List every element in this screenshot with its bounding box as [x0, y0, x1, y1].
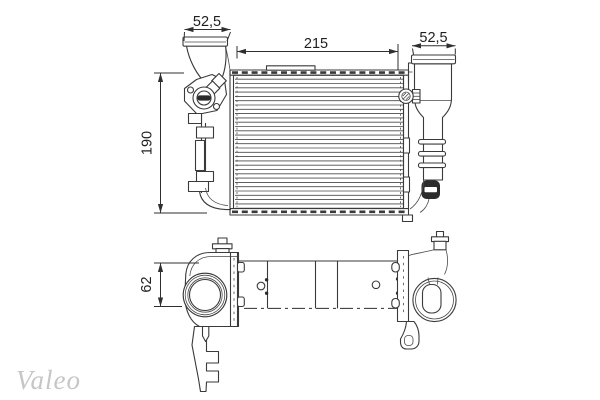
dimension-core-width: 215	[236, 36, 399, 70]
boss-bolt-hole-lower	[212, 102, 221, 111]
plan-right-plate	[391, 249, 410, 323]
dimension-overall-height: 190	[140, 72, 207, 214]
fixing-hole-left	[256, 281, 266, 291]
right-plate-slot-upper	[391, 261, 400, 273]
core-bottom-plate	[229, 208, 410, 216]
dim-label-inlet-width: 52,5	[193, 14, 221, 30]
left-plate-tab-upper	[236, 261, 245, 273]
top-mounting-tab	[265, 65, 316, 71]
front-view	[182, 36, 457, 223]
plan-right-plug	[408, 230, 450, 275]
bleed-screw-grommet	[398, 88, 421, 104]
inlet-pipe	[182, 36, 231, 86]
leg-locating-pin	[201, 325, 210, 343]
right-port-pipe-end	[421, 283, 442, 314]
dim-label-overall-height: 190	[140, 131, 156, 155]
weld-dot-2	[264, 291, 269, 295]
right-tank-tab-lower	[402, 176, 411, 193]
plan-view: 62	[139, 230, 457, 393]
left-port-inner	[188, 278, 222, 312]
hose-rib-2	[417, 150, 447, 157]
dimension-depth: 62	[139, 262, 199, 307]
dim-label-core-width: 215	[304, 36, 328, 52]
right-tank-tab-upper	[402, 137, 411, 154]
left-mounting-rail	[187, 112, 231, 211]
fixing-hole-right	[371, 280, 381, 290]
right-plate-slot-lower	[391, 297, 400, 309]
dim-label-depth: 62	[139, 276, 155, 292]
weld-dot-1	[264, 278, 269, 282]
plan-right-leg	[399, 320, 420, 350]
dim-label-outlet-width: 52,5	[419, 30, 447, 46]
bottom-right-foot	[401, 214, 414, 223]
core-fins	[235, 78, 403, 209]
dimension-inlet-width: 52,5	[183, 14, 231, 42]
plan-left-tank	[182, 237, 245, 328]
left-plate-tab-lower	[236, 296, 245, 308]
valeo-logo: Valeo	[16, 365, 81, 395]
plan-left-leg	[191, 325, 220, 393]
outlet-pipe	[407, 54, 457, 213]
right-plug-body	[433, 240, 447, 251]
core-outline	[232, 74, 405, 210]
boss-slot	[197, 95, 211, 101]
mounting-boss-bracket	[183, 72, 228, 116]
boss-bolt-hole-upper	[186, 86, 195, 94]
dimension-outlet-width: 52,5	[412, 30, 456, 55]
hose-rib-1	[417, 138, 447, 145]
hose-rib-3	[417, 162, 447, 169]
plan-right-port	[412, 277, 457, 323]
